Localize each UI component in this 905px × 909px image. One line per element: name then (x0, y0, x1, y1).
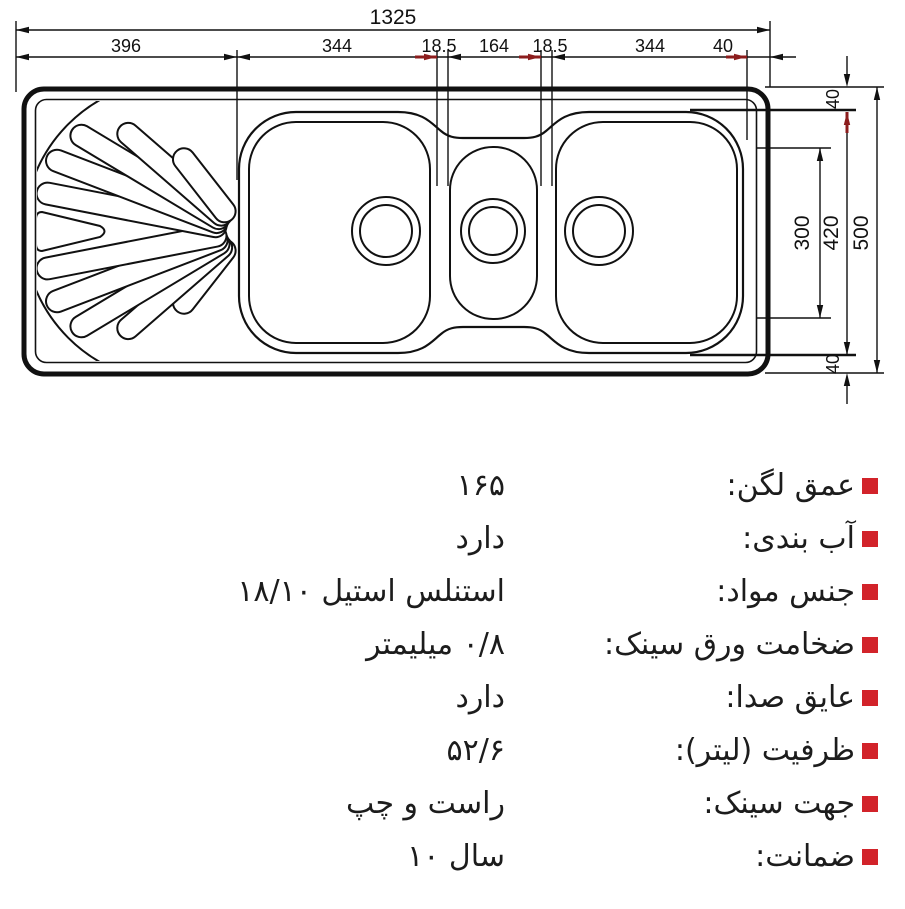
dim-label-18-5-right: 18.5 (532, 36, 567, 56)
spec-label: جنس مواد: (716, 574, 855, 609)
red-square-bullet-icon (862, 583, 878, 600)
spec-row-sound-insulation: عایق صدا: دارد (0, 671, 905, 724)
spec-row-bowl-depth: عمق لگن: ۱۶۵ (0, 459, 905, 512)
red-square-bullet-icon (862, 795, 878, 812)
spec-value: استنلس استیل ۱۸/۱۰ (237, 574, 505, 609)
dim-label-18-5-left: 18.5 (421, 36, 456, 56)
red-square-bullet-icon (862, 689, 878, 706)
right-bowl (555, 121, 738, 344)
red-marked-arrows (415, 53, 851, 133)
dimension-arrows (16, 26, 881, 386)
spec-label: عایق صدا: (725, 680, 855, 715)
spec-value: ۵۲/۶ (446, 733, 505, 768)
spec-value: ۱۰ سال (407, 839, 505, 874)
spec-value: دارد (455, 521, 505, 556)
spec-row-warranty: ضمانت: ۱۰ سال (0, 830, 905, 883)
spec-value: ۰/۸ میلیمتر (366, 627, 505, 662)
spec-label: جهت سینک: (703, 786, 855, 821)
dim-label-420: 420 (820, 215, 843, 250)
dim-label-40-top: 40 (713, 36, 733, 56)
spec-value: راست و چپ (346, 786, 505, 821)
drainboard-fan-grooves (37, 121, 237, 341)
red-square-bullet-icon (862, 848, 878, 865)
spec-row-sealing: آب بندی: دارد (0, 512, 905, 565)
sink-inner-rim (34, 98, 758, 364)
spec-row-orientation: جهت سینک: راست و چپ (0, 777, 905, 830)
spec-row-capacity: ظرفیت (لیتر): ۵۲/۶ (0, 724, 905, 777)
sink-body (21, 86, 771, 377)
spec-label: آب بندی: (742, 521, 855, 556)
spec-row-material: جنس مواد: استنلس استیل ۱۸/۱۰ (0, 565, 905, 618)
bowls-rim-contour (237, 110, 745, 355)
sink-outer-edge (21, 86, 771, 377)
middle-bowl (449, 146, 538, 320)
drainboard (37, 101, 239, 361)
drain-holes (351, 196, 634, 266)
dim-label-396: 396 (111, 36, 141, 56)
dim-label-500: 500 (850, 215, 873, 250)
spec-value: دارد (455, 680, 505, 715)
spec-label: ضمانت: (755, 839, 855, 874)
dim-label-right-40-upper: 40 (823, 89, 843, 109)
dim-label-344-left: 344 (322, 36, 352, 56)
dim-label-300: 300 (791, 215, 814, 250)
spec-label: ظرفیت (لیتر): (674, 733, 855, 768)
dim-label-total: 1325 (370, 6, 417, 29)
left-bowl (248, 121, 431, 344)
red-square-bullet-icon (862, 477, 878, 494)
red-square-bullet-icon (862, 636, 878, 653)
spec-row-sheet-thickness: ضخامت ورق سینک: ۰/۸ میلیمتر (0, 618, 905, 671)
dim-label-164: 164 (479, 36, 509, 56)
spec-value: ۱۶۵ (456, 468, 505, 503)
spec-list: عمق لگن: ۱۶۵ آب بندی: دارد جنس مواد: است… (0, 459, 905, 883)
dim-label-right-40-lower: 40 (823, 354, 843, 374)
red-square-bullet-icon (862, 742, 878, 759)
dim-label-344-right: 344 (635, 36, 665, 56)
dimension-labels: 1325 396 344 18.5 164 18.5 344 40 40 300… (111, 6, 873, 374)
spec-label: ضخامت ورق سینک: (603, 627, 855, 662)
red-square-bullet-icon (862, 530, 878, 547)
spec-label: عمق لگن: (726, 468, 855, 503)
sink-technical-drawing: 1325 396 344 18.5 164 18.5 344 40 40 300… (15, 6, 884, 404)
